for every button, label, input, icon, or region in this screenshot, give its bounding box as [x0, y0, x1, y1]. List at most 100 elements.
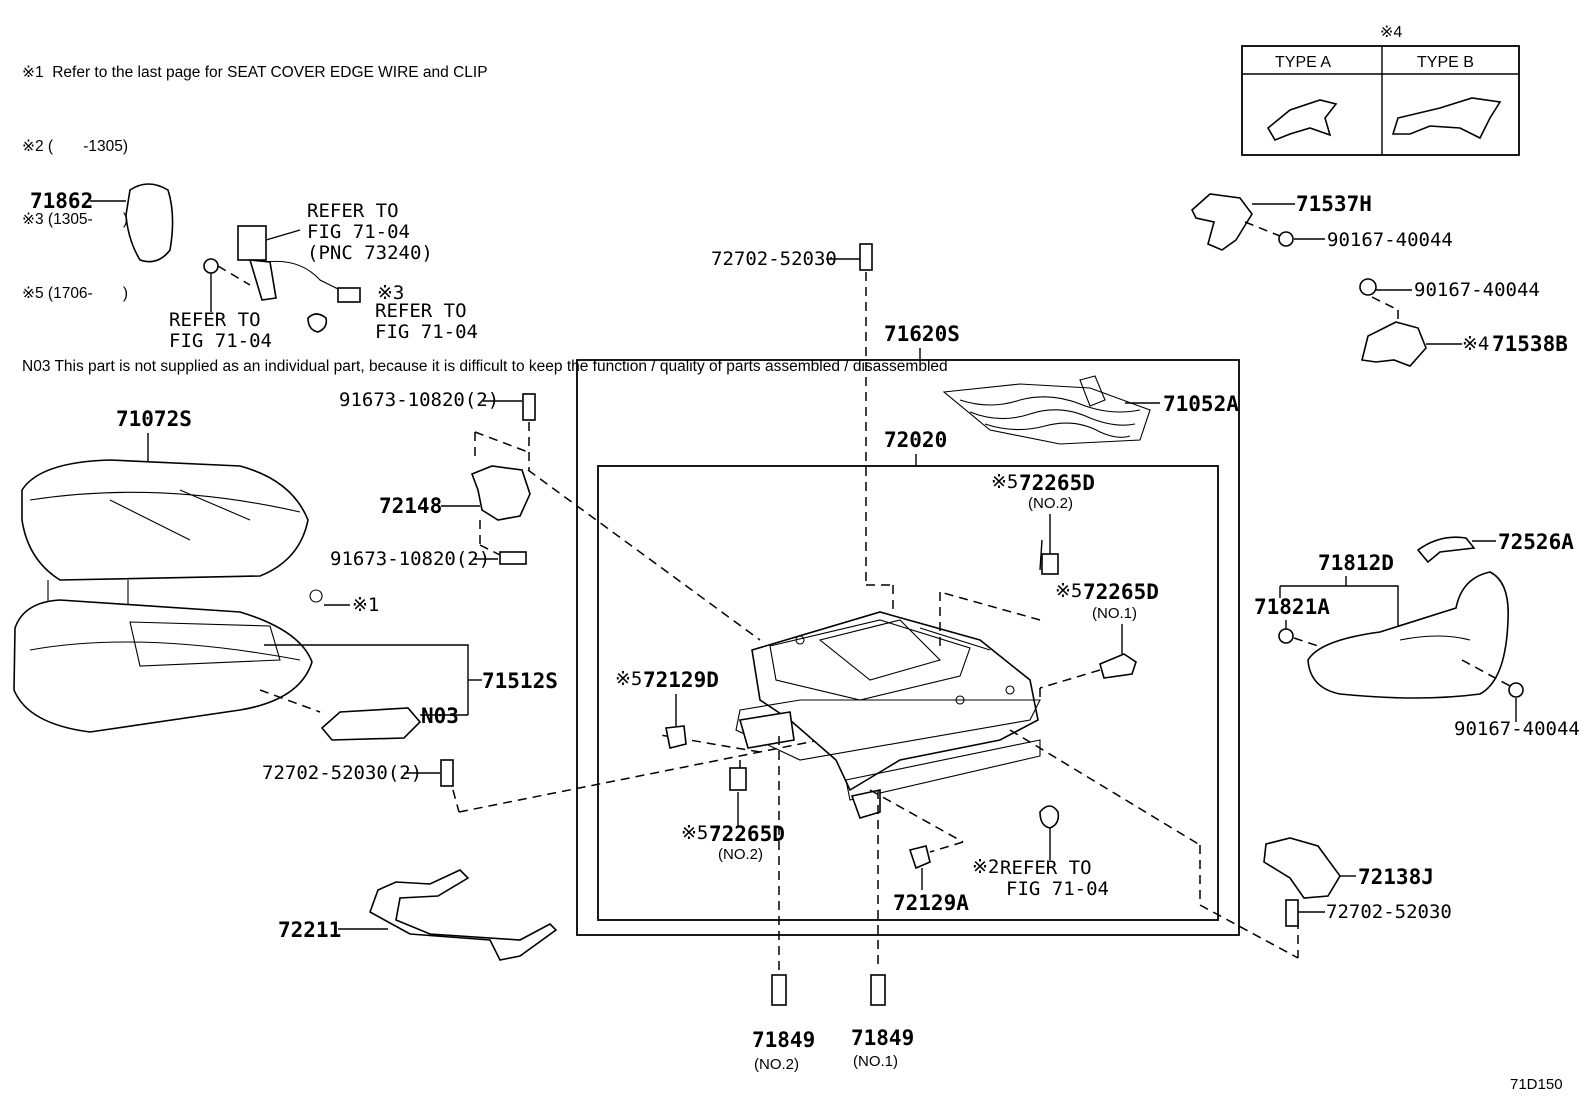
bolt-90167-a	[1278, 231, 1294, 247]
label-71538b: 71538B	[1492, 332, 1568, 356]
belt-wire	[265, 260, 341, 291]
group-72265d-a: ※5 72265D (NO.2)	[991, 471, 1095, 575]
belt-stalk	[248, 259, 277, 301]
frame-hole-1	[795, 635, 805, 645]
frame-hole-2	[955, 695, 965, 705]
dash-72148-to-frame	[527, 469, 761, 641]
label-72020: 72020	[884, 428, 947, 452]
frame-box-72020	[597, 465, 1219, 921]
group-seatbelt: REFER TO FIG 71-04 (PNC 73240) REFER TO …	[169, 200, 478, 352]
part-71537h	[1191, 193, 1253, 251]
seat-rail-right	[845, 739, 1041, 801]
dash-72129a	[869, 789, 964, 843]
type-table: ※4 TYPE A TYPE B	[1241, 24, 1520, 156]
bolt-72702-2	[440, 759, 454, 787]
notes-block: ※1 Refer to the last page for SEAT COVER…	[22, 12, 948, 404]
belt-bolt	[203, 258, 219, 274]
mark-72129d: ※5	[615, 668, 642, 690]
knob-72526a	[1416, 536, 1476, 564]
seat-frame-pan	[769, 619, 971, 701]
group-71072s: 71072S ※1 71512S N03	[13, 407, 558, 741]
headrest-part	[125, 183, 174, 263]
label-71537h: 71537H	[1296, 192, 1372, 216]
dash-72702-2-b	[458, 729, 871, 813]
sub-72265d-a: (NO.2)	[1028, 495, 1073, 512]
label-n03: N03	[421, 704, 459, 728]
group-71849-a: 71849 (NO.2)	[752, 736, 815, 1073]
spring-mat-outline	[942, 383, 1151, 445]
dash-72129d	[659, 734, 761, 753]
group-72702-top: 72702-52030	[711, 243, 894, 640]
clip-72265d-c	[729, 767, 747, 791]
group-72265d-b: ※5 72265D (NO.1)	[1055, 580, 1159, 679]
group-72702-2: 72702-52030(2)	[262, 729, 871, 813]
spring-mat-hook	[1079, 375, 1106, 407]
clip-72265d-b	[1099, 653, 1137, 679]
group-71538b: 90167-40044 ※4 71538B	[1359, 278, 1568, 367]
clip-72265d-a	[1041, 553, 1059, 575]
note-3: ※3 (1305- )	[22, 211, 129, 228]
type-b-illustration	[1391, 97, 1502, 140]
spring-mat-wire-2	[969, 409, 1136, 426]
mark-71538b: ※4	[1462, 333, 1489, 355]
clip-71821a	[1278, 628, 1294, 644]
part-n03	[320, 707, 422, 741]
label-91673-bot: 91673-10820(2)	[330, 548, 490, 570]
bolt-71849-b	[870, 974, 886, 1006]
group-72211: 72211	[278, 869, 558, 961]
refer-bottom-line2: FIG 71-04	[1006, 878, 1109, 900]
seat-pad-seam	[29, 641, 301, 661]
leader-71812d	[1280, 585, 1399, 628]
frame-box-71620s	[576, 359, 1240, 936]
dash-belt	[217, 265, 251, 286]
seat-rail-foot	[850, 789, 881, 819]
label-72138j: 72138J	[1358, 865, 1434, 889]
label-91673-top: 91673-10820(2)	[339, 389, 499, 411]
dash-72702-2	[452, 789, 460, 813]
seat-frame-rod	[919, 627, 991, 651]
label-71620s: 71620S	[884, 322, 960, 346]
bolt-90167-c	[1508, 682, 1524, 698]
group-71849-b: 71849 (NO.1)	[851, 790, 914, 1070]
dash-72148-bot-2	[479, 544, 501, 556]
label-72265d-b: 72265D	[1083, 580, 1159, 604]
note-2: ※2 ( -1305)	[22, 137, 129, 155]
mark-72265d-b: ※5	[1055, 580, 1082, 602]
refer-left-line1: REFER TO	[169, 309, 261, 331]
label-72702-2: 72702-52030(2)	[262, 762, 422, 784]
sub-72265d-b: (NO.1)	[1092, 605, 1137, 622]
seat-cover-seam-2	[109, 489, 251, 541]
label-72265d-a: 72265D	[1019, 471, 1095, 495]
clip-72129d	[665, 725, 687, 749]
group-72148: 91673-10820(2) 72148 91673-10820(2)	[330, 389, 761, 641]
mark-3: ※3	[377, 282, 404, 304]
type-a-label: TYPE A	[1275, 54, 1331, 71]
label-71821a: 71821A	[1254, 595, 1330, 619]
label-72148: 72148	[379, 494, 442, 518]
label-72129a: 72129A	[893, 891, 969, 915]
refer-mid-line2: FIG 71-04	[375, 321, 478, 343]
dash-72129a-b	[929, 841, 964, 853]
leader-belt	[265, 229, 301, 241]
seat-pad-panel	[129, 621, 281, 667]
clip-72129a	[908, 845, 931, 870]
sub-71849-b: (NO.1)	[853, 1053, 898, 1070]
dash-71821a	[1293, 637, 1319, 647]
leader-71512s	[264, 644, 469, 715]
bolt-91673-top	[522, 393, 536, 421]
group-72129a: 72129A	[893, 845, 969, 915]
sub-71849-a: (NO.2)	[754, 1056, 799, 1073]
dash-frame-to-right-3	[1199, 904, 1299, 959]
belt-buckle	[237, 225, 267, 261]
label-71052a: 71052A	[1163, 392, 1239, 416]
mark-2: ※2	[972, 856, 999, 878]
dash-72265d-b	[1039, 669, 1101, 689]
label-72129d: 72129D	[643, 668, 719, 692]
shield-71812d	[1307, 571, 1509, 699]
note-1: ※1 Refer to the last page for SEAT COVER…	[22, 64, 488, 81]
note-n03: N03 This part is not supplied as an indi…	[22, 358, 948, 375]
group-71812d: 72526A 71812D 71821A 90167-40044	[1254, 530, 1580, 740]
sub-72265d-c: (NO.2)	[718, 846, 763, 863]
belt-connector	[337, 287, 361, 303]
